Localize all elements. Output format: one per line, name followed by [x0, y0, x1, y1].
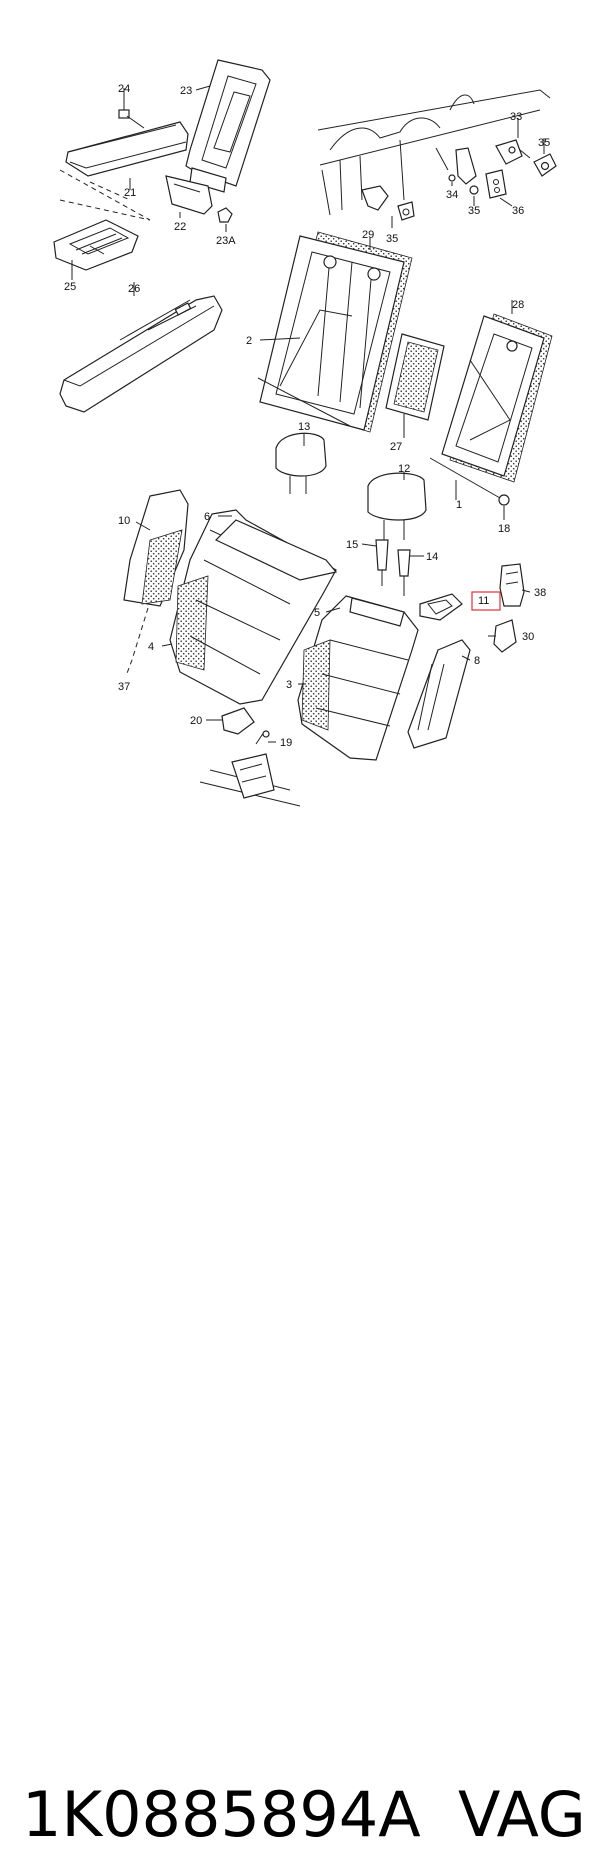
lock-36 [485, 169, 507, 199]
part-number: 1K0885894A [22, 1778, 421, 1851]
callout-18: 18 [498, 523, 510, 535]
callout-10: 10 [118, 515, 130, 527]
screw-24 [118, 96, 145, 129]
bracket-20 [221, 707, 255, 735]
callout-4: 4 [148, 641, 154, 653]
callout-2: 2 [246, 335, 252, 347]
latch-35-right [533, 153, 557, 177]
callout-8: 8 [474, 655, 480, 667]
footer: 1K0885894A VAG [0, 880, 600, 1851]
brand-label: VAG [458, 1778, 586, 1851]
side-bolster-10 [123, 489, 189, 607]
exploded-parts-diagram: 24 23 21 22 23A 25 26 2 29 27 28 33 35 3… [53, 59, 557, 807]
callout-13: 13 [298, 421, 310, 433]
callout-20: 20 [190, 715, 202, 727]
callout-38: 38 [534, 587, 546, 599]
trim-panel-27 [385, 333, 445, 421]
callout-23A: 23A [216, 235, 236, 247]
release-handle-38 [499, 563, 525, 607]
bracket-34 [435, 147, 477, 185]
backrest-frame-2 [257, 235, 405, 431]
callout-34: 34 [446, 189, 458, 201]
trim-cover-11 [419, 593, 463, 621]
headrest-12 [367, 472, 427, 540]
callout-28: 28 [512, 299, 524, 311]
backrest-cover-4 [169, 509, 338, 705]
cover-30 [493, 619, 517, 653]
callout-35-mid: 35 [468, 205, 480, 217]
callout-24: 24 [118, 83, 130, 95]
bracket-33 [495, 139, 531, 165]
headrest-13 [275, 432, 327, 494]
callout-5: 5 [314, 607, 320, 619]
callout-labels: 24 23 21 22 23A 25 26 2 29 27 28 33 35 3… [64, 83, 550, 749]
headrest-guide-15 [375, 539, 389, 586]
screw-35-mid [469, 185, 479, 195]
callout-19: 19 [280, 737, 292, 749]
callout-leaders [71, 85, 545, 743]
nut-23A [217, 207, 233, 223]
callout-12: 12 [398, 463, 410, 475]
callout-35-left: 35 [386, 233, 398, 245]
callout-3: 3 [286, 679, 292, 691]
backrest-frame-right [429, 315, 545, 506]
callout-1: 1 [456, 499, 462, 511]
side-bolster-8 [407, 639, 471, 749]
callout-27: 27 [390, 441, 402, 453]
cover-plate-22 [165, 175, 213, 215]
headrest-guide-14 [397, 549, 411, 596]
cupholder-25 [53, 199, 151, 271]
callout-37: 37 [118, 681, 130, 693]
callout-30: 30 [522, 631, 534, 643]
callout-33: 33 [510, 111, 522, 123]
vehicle-body-outline [317, 89, 551, 216]
armrest-26 [59, 295, 223, 413]
callout-25: 25 [64, 281, 76, 293]
callout-36: 36 [512, 205, 524, 217]
callout-11: 11 [478, 595, 489, 607]
armrest-cover-21 [59, 121, 189, 221]
floor-mechanism [199, 753, 301, 807]
backrest-cover-3 [297, 595, 419, 761]
callout-22: 22 [174, 221, 186, 233]
callout-6: 6 [204, 511, 210, 523]
callout-11-highlight [471, 591, 501, 611]
callout-15: 15 [346, 539, 358, 551]
callout-29: 29 [362, 229, 374, 241]
screw-19 [255, 730, 270, 745]
armrest-frame-23 [185, 59, 271, 193]
callout-35-top: 35 [538, 137, 550, 149]
callout-26: 26 [128, 283, 140, 295]
callout-21: 21 [124, 187, 136, 199]
hinge-left [361, 185, 415, 221]
callout-23: 23 [180, 85, 192, 97]
callout-14: 14 [426, 551, 438, 563]
